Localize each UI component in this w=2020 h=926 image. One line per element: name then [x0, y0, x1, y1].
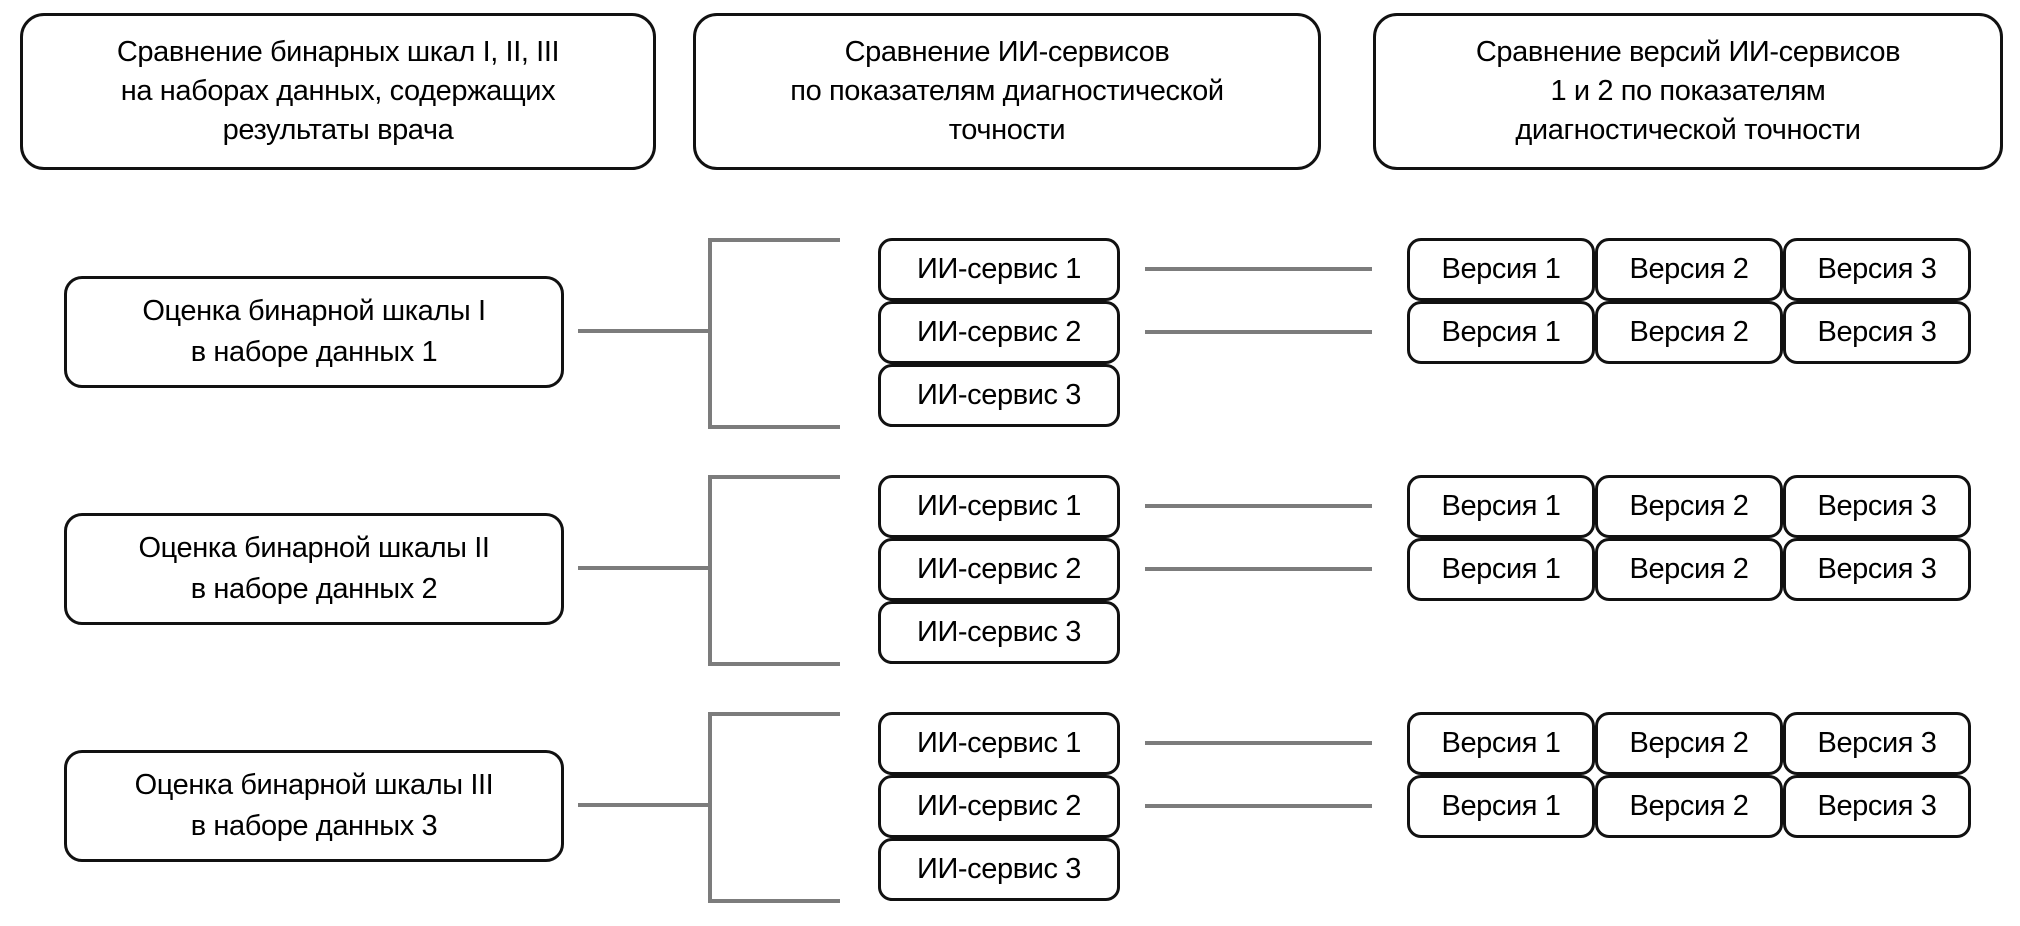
version-label: Версия 1	[1441, 316, 1561, 348]
bracket-top-arm	[708, 238, 840, 242]
version-box: Версия 3	[1783, 238, 1971, 301]
version-row: Версия 1 Версия 2 Версия 3	[1407, 301, 1971, 364]
version-box: Версия 3	[1783, 475, 1971, 538]
header-binary-scales-comparison-label: Сравнение бинарных шкал I, II, III на на…	[116, 36, 560, 146]
version-label: Версия 3	[1817, 490, 1937, 522]
version-box: Версия 2	[1595, 475, 1783, 538]
version-row: Версия 1 Версия 2 Версия 3	[1407, 538, 1971, 601]
group-dataset-2: Оценка бинарной шкалы II в наборе данных…	[0, 475, 2020, 666]
connector-line	[578, 329, 708, 333]
version-box: Версия 3	[1783, 538, 1971, 601]
scale-evaluation-label: Оценка бинарной шкалы II в наборе данных…	[138, 532, 490, 605]
version-label: Версия 2	[1629, 253, 1749, 285]
scale-evaluation-box: Оценка бинарной шкалы I в наборе данных …	[64, 276, 564, 388]
header-ai-services-comparison: Сравнение ИИ-сервисов по показателям диа…	[693, 13, 1321, 170]
bracket-vertical-line	[708, 475, 712, 666]
version-label: Версия 1	[1441, 253, 1561, 285]
ai-service-label: ИИ-сервис 3	[917, 379, 1081, 411]
version-box: Версия 2	[1595, 712, 1783, 775]
version-label: Версия 2	[1629, 316, 1749, 348]
version-box: Версия 2	[1595, 538, 1783, 601]
group-dataset-1: Оценка бинарной шкалы I в наборе данных …	[0, 238, 2020, 429]
version-box: Версия 2	[1595, 775, 1783, 838]
version-row: Версия 1 Версия 2 Версия 3	[1407, 475, 1971, 538]
ai-service-label: ИИ-сервис 1	[917, 727, 1081, 759]
header-ai-service-versions-comparison-label: Сравнение версий ИИ-сервисов 1 и 2 по по…	[1475, 36, 1901, 146]
version-label: Версия 1	[1441, 790, 1561, 822]
ai-service-label: ИИ-сервис 3	[917, 853, 1081, 885]
connector-line	[1145, 804, 1372, 808]
version-label: Версия 2	[1629, 553, 1749, 585]
connector-line	[1145, 567, 1372, 571]
ai-service-box: ИИ-сервис 1	[878, 475, 1120, 538]
ai-service-label: ИИ-сервис 2	[917, 790, 1081, 822]
ai-service-box: ИИ-сервис 1	[878, 712, 1120, 775]
connector-line	[578, 803, 708, 807]
ai-service-box: ИИ-сервис 2	[878, 301, 1120, 364]
version-box: Версия 1	[1407, 301, 1595, 364]
version-box: Версия 2	[1595, 238, 1783, 301]
bracket-bottom-arm	[708, 425, 840, 429]
header-binary-scales-comparison: Сравнение бинарных шкал I, II, III на на…	[20, 13, 656, 170]
version-label: Версия 1	[1441, 490, 1561, 522]
scale-evaluation-label: Оценка бинарной шкалы III в наборе данны…	[134, 769, 494, 842]
connector-line	[1145, 741, 1372, 745]
version-box: Версия 1	[1407, 775, 1595, 838]
version-label: Версия 1	[1441, 727, 1561, 759]
ai-service-label: ИИ-сервис 2	[917, 553, 1081, 585]
version-label: Версия 3	[1817, 316, 1937, 348]
ai-service-label: ИИ-сервис 2	[917, 316, 1081, 348]
bracket-bottom-arm	[708, 899, 840, 903]
ai-service-box: ИИ-сервис 3	[878, 601, 1120, 664]
version-box: Версия 1	[1407, 475, 1595, 538]
scale-evaluation-box: Оценка бинарной шкалы III в наборе данны…	[64, 750, 564, 862]
connector-line	[1145, 267, 1372, 271]
version-label: Версия 3	[1817, 253, 1937, 285]
version-label: Версия 1	[1441, 553, 1561, 585]
connector-line	[1145, 330, 1372, 334]
header-ai-services-comparison-label: Сравнение ИИ-сервисов по показателям диа…	[790, 36, 1224, 146]
version-box: Версия 1	[1407, 538, 1595, 601]
version-label: Версия 3	[1817, 790, 1937, 822]
version-box: Версия 3	[1783, 712, 1971, 775]
ai-service-label: ИИ-сервис 1	[917, 253, 1081, 285]
bracket-bottom-arm	[708, 662, 840, 666]
version-row: Версия 1 Версия 2 Версия 3	[1407, 775, 1971, 838]
ai-service-box: ИИ-сервис 2	[878, 538, 1120, 601]
ai-service-box: ИИ-сервис 1	[878, 238, 1120, 301]
bracket-top-arm	[708, 475, 840, 479]
version-row: Версия 1 Версия 2 Версия 3	[1407, 712, 1971, 775]
connector-line	[578, 566, 708, 570]
ai-service-box: ИИ-сервис 3	[878, 364, 1120, 427]
version-label: Версия 3	[1817, 553, 1937, 585]
version-box: Версия 3	[1783, 301, 1971, 364]
version-label: Версия 3	[1817, 727, 1937, 759]
ai-service-label: ИИ-сервис 3	[917, 616, 1081, 648]
scale-evaluation-label: Оценка бинарной шкалы I в наборе данных …	[142, 295, 486, 368]
header-ai-service-versions-comparison: Сравнение версий ИИ-сервисов 1 и 2 по по…	[1373, 13, 2003, 170]
bracket-vertical-line	[708, 238, 712, 429]
version-label: Версия 2	[1629, 727, 1749, 759]
ai-service-box: ИИ-сервис 3	[878, 838, 1120, 901]
version-row: Версия 1 Версия 2 Версия 3	[1407, 238, 1971, 301]
scale-evaluation-box: Оценка бинарной шкалы II в наборе данных…	[64, 513, 564, 625]
connector-line	[1145, 504, 1372, 508]
version-box: Версия 1	[1407, 712, 1595, 775]
version-box: Версия 2	[1595, 301, 1783, 364]
bracket-vertical-line	[708, 712, 712, 903]
ai-service-label: ИИ-сервис 1	[917, 490, 1081, 522]
ai-service-box: ИИ-сервис 2	[878, 775, 1120, 838]
version-label: Версия 2	[1629, 490, 1749, 522]
group-dataset-3: Оценка бинарной шкалы III в наборе данны…	[0, 712, 2020, 903]
version-box: Версия 3	[1783, 775, 1971, 838]
version-box: Версия 1	[1407, 238, 1595, 301]
bracket-top-arm	[708, 712, 840, 716]
version-label: Версия 2	[1629, 790, 1749, 822]
